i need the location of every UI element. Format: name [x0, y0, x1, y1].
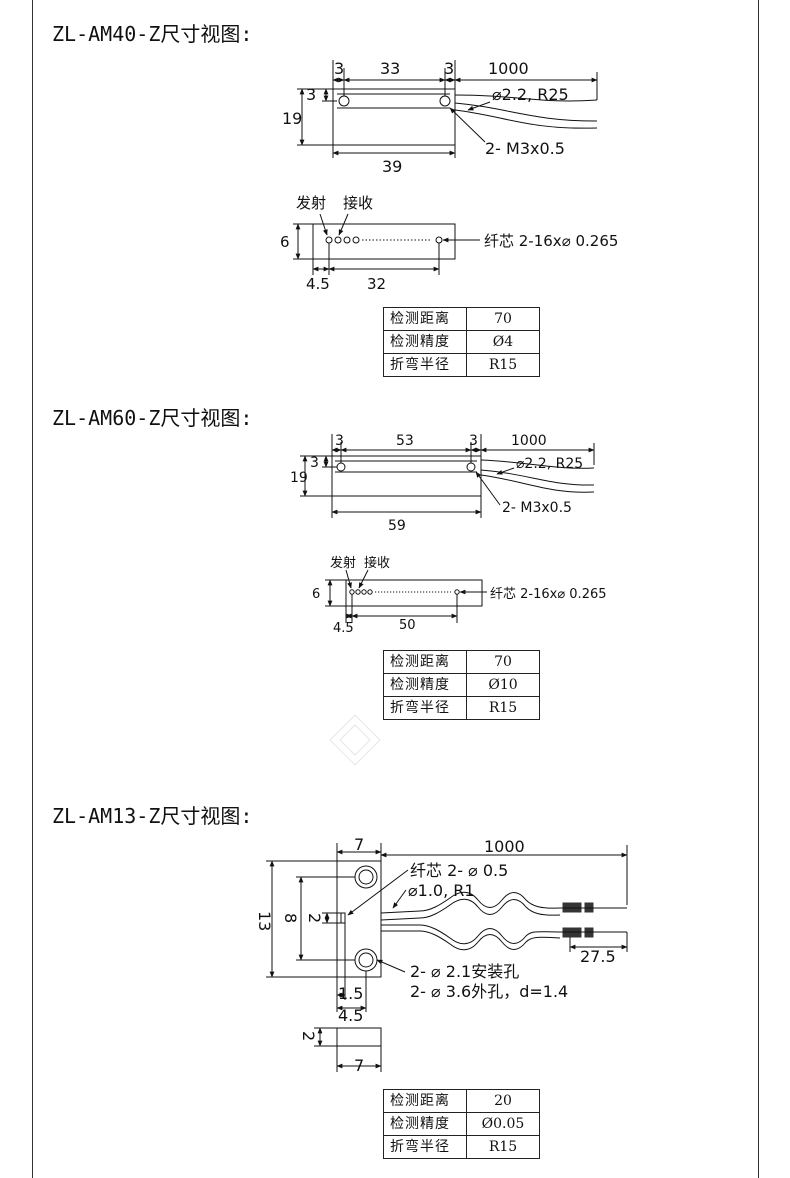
dim-label: 1000: [511, 433, 547, 449]
dim-label: 6: [280, 233, 290, 251]
dim-label: 2: [305, 913, 324, 923]
core-label: 纤芯 2-16x⌀ 0.265: [484, 232, 618, 250]
cable-spec-label: ⌀2.2, R25: [492, 85, 569, 104]
dim-label: 3: [335, 433, 344, 449]
core-label: 纤芯 2- ⌀ 0.5: [410, 861, 508, 880]
dim-label: 3: [469, 433, 478, 449]
dim-label: 19: [282, 109, 302, 128]
am40-top-view: [297, 60, 598, 158]
cable-spec-label: ⌀2.2, R25: [516, 456, 583, 472]
dim-label: 33: [380, 59, 400, 78]
hole-label: 2- ⌀ 3.6外孔，d=1.4: [410, 982, 568, 1001]
hole-label: 2- ⌀ 2.1安装孔: [410, 962, 519, 981]
dim-label: 32: [367, 275, 386, 293]
am13-bottom-view: [314, 1027, 382, 1072]
section-title-am40: ZL-AM40-Z尺寸视图:: [52, 22, 253, 46]
am60-bottom-labels: 发射 接收 6 4.5 50 纤芯 2-16x⌀ 0.265: [312, 555, 607, 636]
watermark-logo: [329, 714, 381, 766]
dim-label: 7: [354, 1056, 364, 1075]
cable-spec-label: ⌀1.0, R1: [408, 881, 475, 900]
dim-label: 2: [299, 1031, 318, 1041]
am60-top-labels: 3 53 3 1000 3 19 59 ⌀2.2, R25 2- M3x0.5: [290, 433, 583, 534]
receiver-label: 接收: [364, 555, 390, 571]
dim-label: 3: [444, 59, 454, 78]
dim-label: 50: [399, 618, 416, 633]
am40-top-labels: 3 33 3 1000 3 19 39 ⌀2.2, R25 2- M3x0.5: [282, 59, 569, 176]
am60-bottom-view: [325, 569, 487, 623]
dim-label: 3: [306, 85, 316, 104]
am13-top-labels: 7 1000 纤芯 2- ⌀ 0.5 ⌀1.0, R1 13 8 2 27.5 …: [255, 835, 616, 1025]
dim-label: 7: [354, 835, 364, 854]
emitter-label: 发射: [296, 194, 326, 212]
dim-label: 3: [310, 455, 319, 471]
dim-label: 13: [255, 911, 274, 931]
am40-bottom-view: [293, 213, 480, 275]
dim-label: 4.5: [306, 275, 330, 293]
dim-label: 4.5: [338, 1006, 363, 1025]
receiver-label: 接收: [343, 194, 373, 212]
dim-label: 39: [382, 157, 402, 176]
screw-label: 2- M3x0.5: [485, 139, 565, 158]
dim-label: 6: [312, 587, 320, 602]
core-label: 纤芯 2-16x⌀ 0.265: [490, 587, 607, 602]
page-frame: [32, 0, 759, 1178]
dim-label: 4.5: [333, 621, 354, 636]
dim-label: 1.5: [338, 984, 363, 1003]
am13-bottom-labels: 2 7: [299, 1031, 364, 1075]
dim-label: 1000: [484, 837, 525, 856]
emitter-label: 发射: [330, 555, 356, 571]
section-title-am13: ZL-AM13-Z尺寸视图:: [52, 804, 253, 828]
am60-top-view: [300, 434, 595, 518]
dim-label: 8: [281, 913, 300, 923]
am13-top-view: [266, 843, 628, 1012]
dim-label: 59: [388, 518, 406, 534]
dim-label: 19: [290, 470, 308, 486]
section-title-am60: ZL-AM60-Z尺寸视图:: [52, 406, 253, 430]
dim-label: 27.5: [580, 947, 616, 966]
screw-label: 2- M3x0.5: [502, 500, 572, 516]
dim-label: 1000: [488, 59, 529, 78]
dim-label: 3: [334, 59, 344, 78]
am40-bottom-labels: 发射 接收 6 4.5 32 纤芯 2-16x⌀ 0.265: [280, 194, 618, 293]
dim-label: 53: [396, 433, 414, 449]
